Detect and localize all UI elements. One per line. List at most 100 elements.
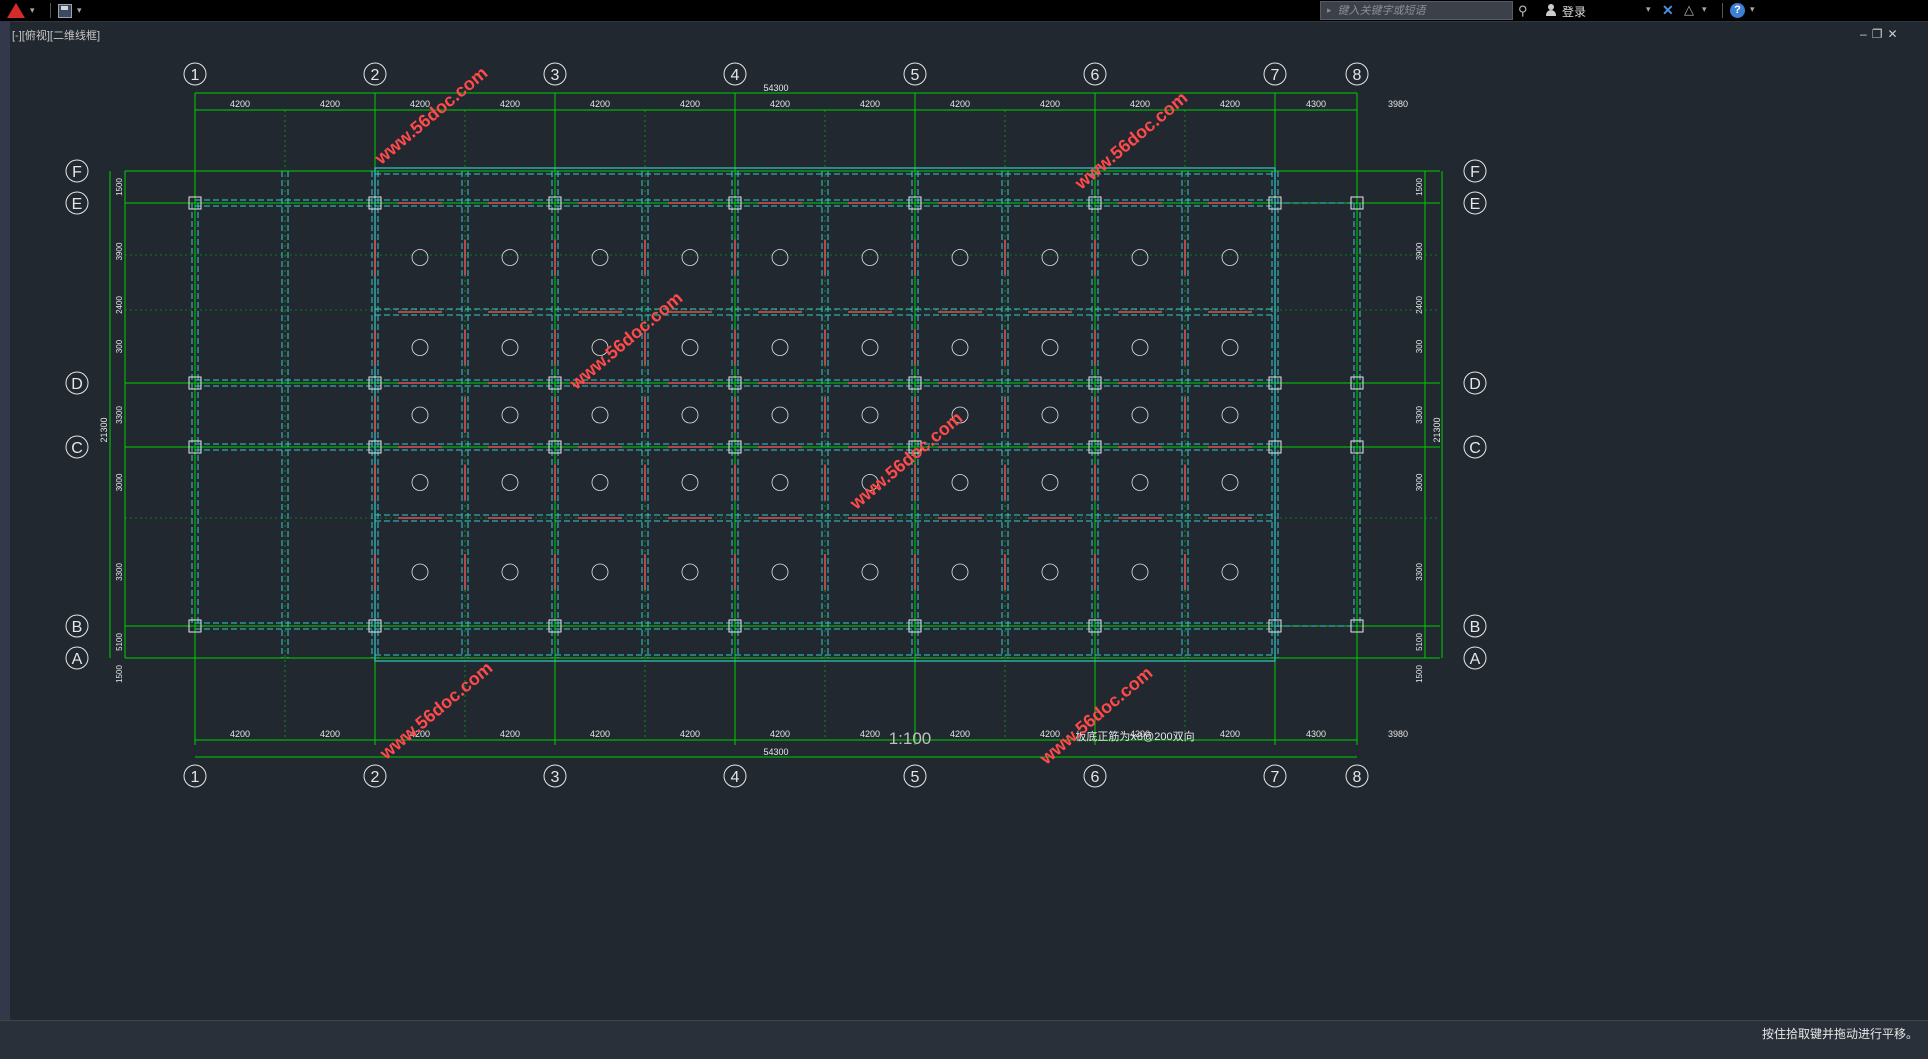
axis-bubble xyxy=(543,764,567,788)
dimension-text: 4200 xyxy=(230,729,250,739)
column xyxy=(908,619,922,633)
axis-label: 6 xyxy=(1091,67,1100,84)
search-input[interactable] xyxy=(1335,3,1500,18)
column xyxy=(548,196,562,210)
slab-tag xyxy=(1221,563,1239,581)
status-message: 按住拾取键并拖动进行平移。 xyxy=(1761,1027,1918,1041)
dimension-text: 4200 xyxy=(590,729,610,739)
slab-tag xyxy=(951,339,969,356)
column xyxy=(548,619,562,633)
dimension-text: 4200 xyxy=(950,729,970,739)
dimension-text: 4200 xyxy=(1130,729,1150,739)
dimension-text: 3300 xyxy=(1415,406,1424,424)
dimension-text: 3900 xyxy=(115,242,124,260)
column xyxy=(548,376,562,390)
slab-tag xyxy=(411,474,429,491)
chevron-down-icon[interactable]: ▾ xyxy=(1750,4,1755,14)
slab-tag xyxy=(1131,474,1149,491)
axis-bubble xyxy=(183,62,207,86)
axis-bubble xyxy=(903,764,927,788)
axis-label: 3 xyxy=(551,769,560,786)
column xyxy=(1088,196,1102,210)
axis-bubble xyxy=(65,614,89,638)
column xyxy=(1350,440,1364,454)
column xyxy=(1268,376,1282,390)
dimension-text: 4200 xyxy=(860,729,880,739)
watermark-text: www.56doc.com xyxy=(1035,663,1156,769)
title-bar: ▾ ▾ ⚲ 登录 ▾ ✕ △ ▾ ? ▾ xyxy=(0,0,1928,22)
close-icon[interactable]: ✕ xyxy=(1887,27,1898,41)
axis-bubble xyxy=(183,764,207,788)
dimension-text: 4300 xyxy=(1306,729,1326,739)
column xyxy=(728,440,742,454)
quick-access-save-button[interactable]: ▾ xyxy=(58,2,94,19)
a360-icon[interactable]: △ xyxy=(1684,2,1694,17)
dimension-total: 54300 xyxy=(763,83,788,93)
dimension-text: 2400 xyxy=(1415,296,1424,314)
column xyxy=(908,440,922,454)
restore-icon[interactable]: ❐ xyxy=(1871,27,1883,41)
column xyxy=(1350,376,1364,390)
user-icon[interactable] xyxy=(1545,4,1557,16)
dimension-text: 300 xyxy=(115,339,124,353)
slab-tag xyxy=(681,406,699,424)
column xyxy=(368,196,382,210)
dimension-total: 21300 xyxy=(99,417,109,442)
axis-bubble xyxy=(1263,62,1287,86)
drawing-scale: 1:100 xyxy=(889,729,932,748)
dimension-text: 4200 xyxy=(680,729,700,739)
slab-tag xyxy=(951,563,969,581)
dimension-text: 1500 xyxy=(115,665,124,683)
column xyxy=(1088,619,1102,633)
slab-tag xyxy=(771,406,789,424)
dimension-text: 4200 xyxy=(230,99,250,109)
column xyxy=(728,376,742,390)
dimension-text: 4200 xyxy=(1220,99,1240,109)
autocad-logo-icon xyxy=(7,3,25,18)
axis-label: F xyxy=(72,164,82,181)
axis-label: C xyxy=(1469,440,1481,457)
chevron-down-icon[interactable]: ▾ xyxy=(1646,4,1651,14)
column xyxy=(368,440,382,454)
slab-tag xyxy=(591,563,609,581)
chevron-down-icon: ▾ xyxy=(30,5,35,15)
axis-label: E xyxy=(72,196,83,213)
axis-label: D xyxy=(71,376,83,393)
slab-tag xyxy=(1041,249,1059,266)
axis-bubble xyxy=(1083,62,1107,86)
axis-label: 8 xyxy=(1353,67,1362,84)
dimension-text: 3900 xyxy=(1415,242,1424,260)
axis-bubble xyxy=(1463,371,1487,395)
dimension-text: 4200 xyxy=(950,99,970,109)
slab-tag xyxy=(591,406,609,424)
application-menu-button[interactable]: ▾ xyxy=(4,2,48,19)
axis-bubble xyxy=(363,62,387,86)
axis-label: 8 xyxy=(1353,769,1362,786)
search-box[interactable] xyxy=(1320,1,1513,20)
axis-label: 7 xyxy=(1271,769,1280,786)
login-button[interactable]: 登录 xyxy=(1562,5,1587,19)
slab-tag xyxy=(1131,406,1149,424)
axis-label: 4 xyxy=(731,769,740,786)
dimension-text: 300 xyxy=(1415,339,1424,353)
axis-bubble xyxy=(723,62,747,86)
exchange-icon[interactable]: ✕ xyxy=(1662,2,1674,18)
axis-bubble xyxy=(723,764,747,788)
slab-tag xyxy=(591,474,609,491)
help-icon[interactable]: ? xyxy=(1730,3,1745,18)
binoculars-icon[interactable]: ⚲ xyxy=(1518,3,1528,18)
slab-tag xyxy=(951,406,969,424)
slab-tag xyxy=(411,563,429,581)
slab-tag xyxy=(771,474,789,491)
slab-tag xyxy=(1041,406,1059,424)
dimension-text: 4200 xyxy=(500,99,520,109)
viewport-view-label[interactable]: [-][俯视][二维线框] xyxy=(12,30,100,42)
column xyxy=(188,440,202,454)
dimension-text: 3000 xyxy=(1415,473,1424,491)
axis-label: 6 xyxy=(1091,769,1100,786)
minimize-icon[interactable]: – xyxy=(1860,27,1867,41)
chevron-down-icon[interactable]: ▾ xyxy=(1702,4,1707,14)
axis-bubble xyxy=(903,62,927,86)
